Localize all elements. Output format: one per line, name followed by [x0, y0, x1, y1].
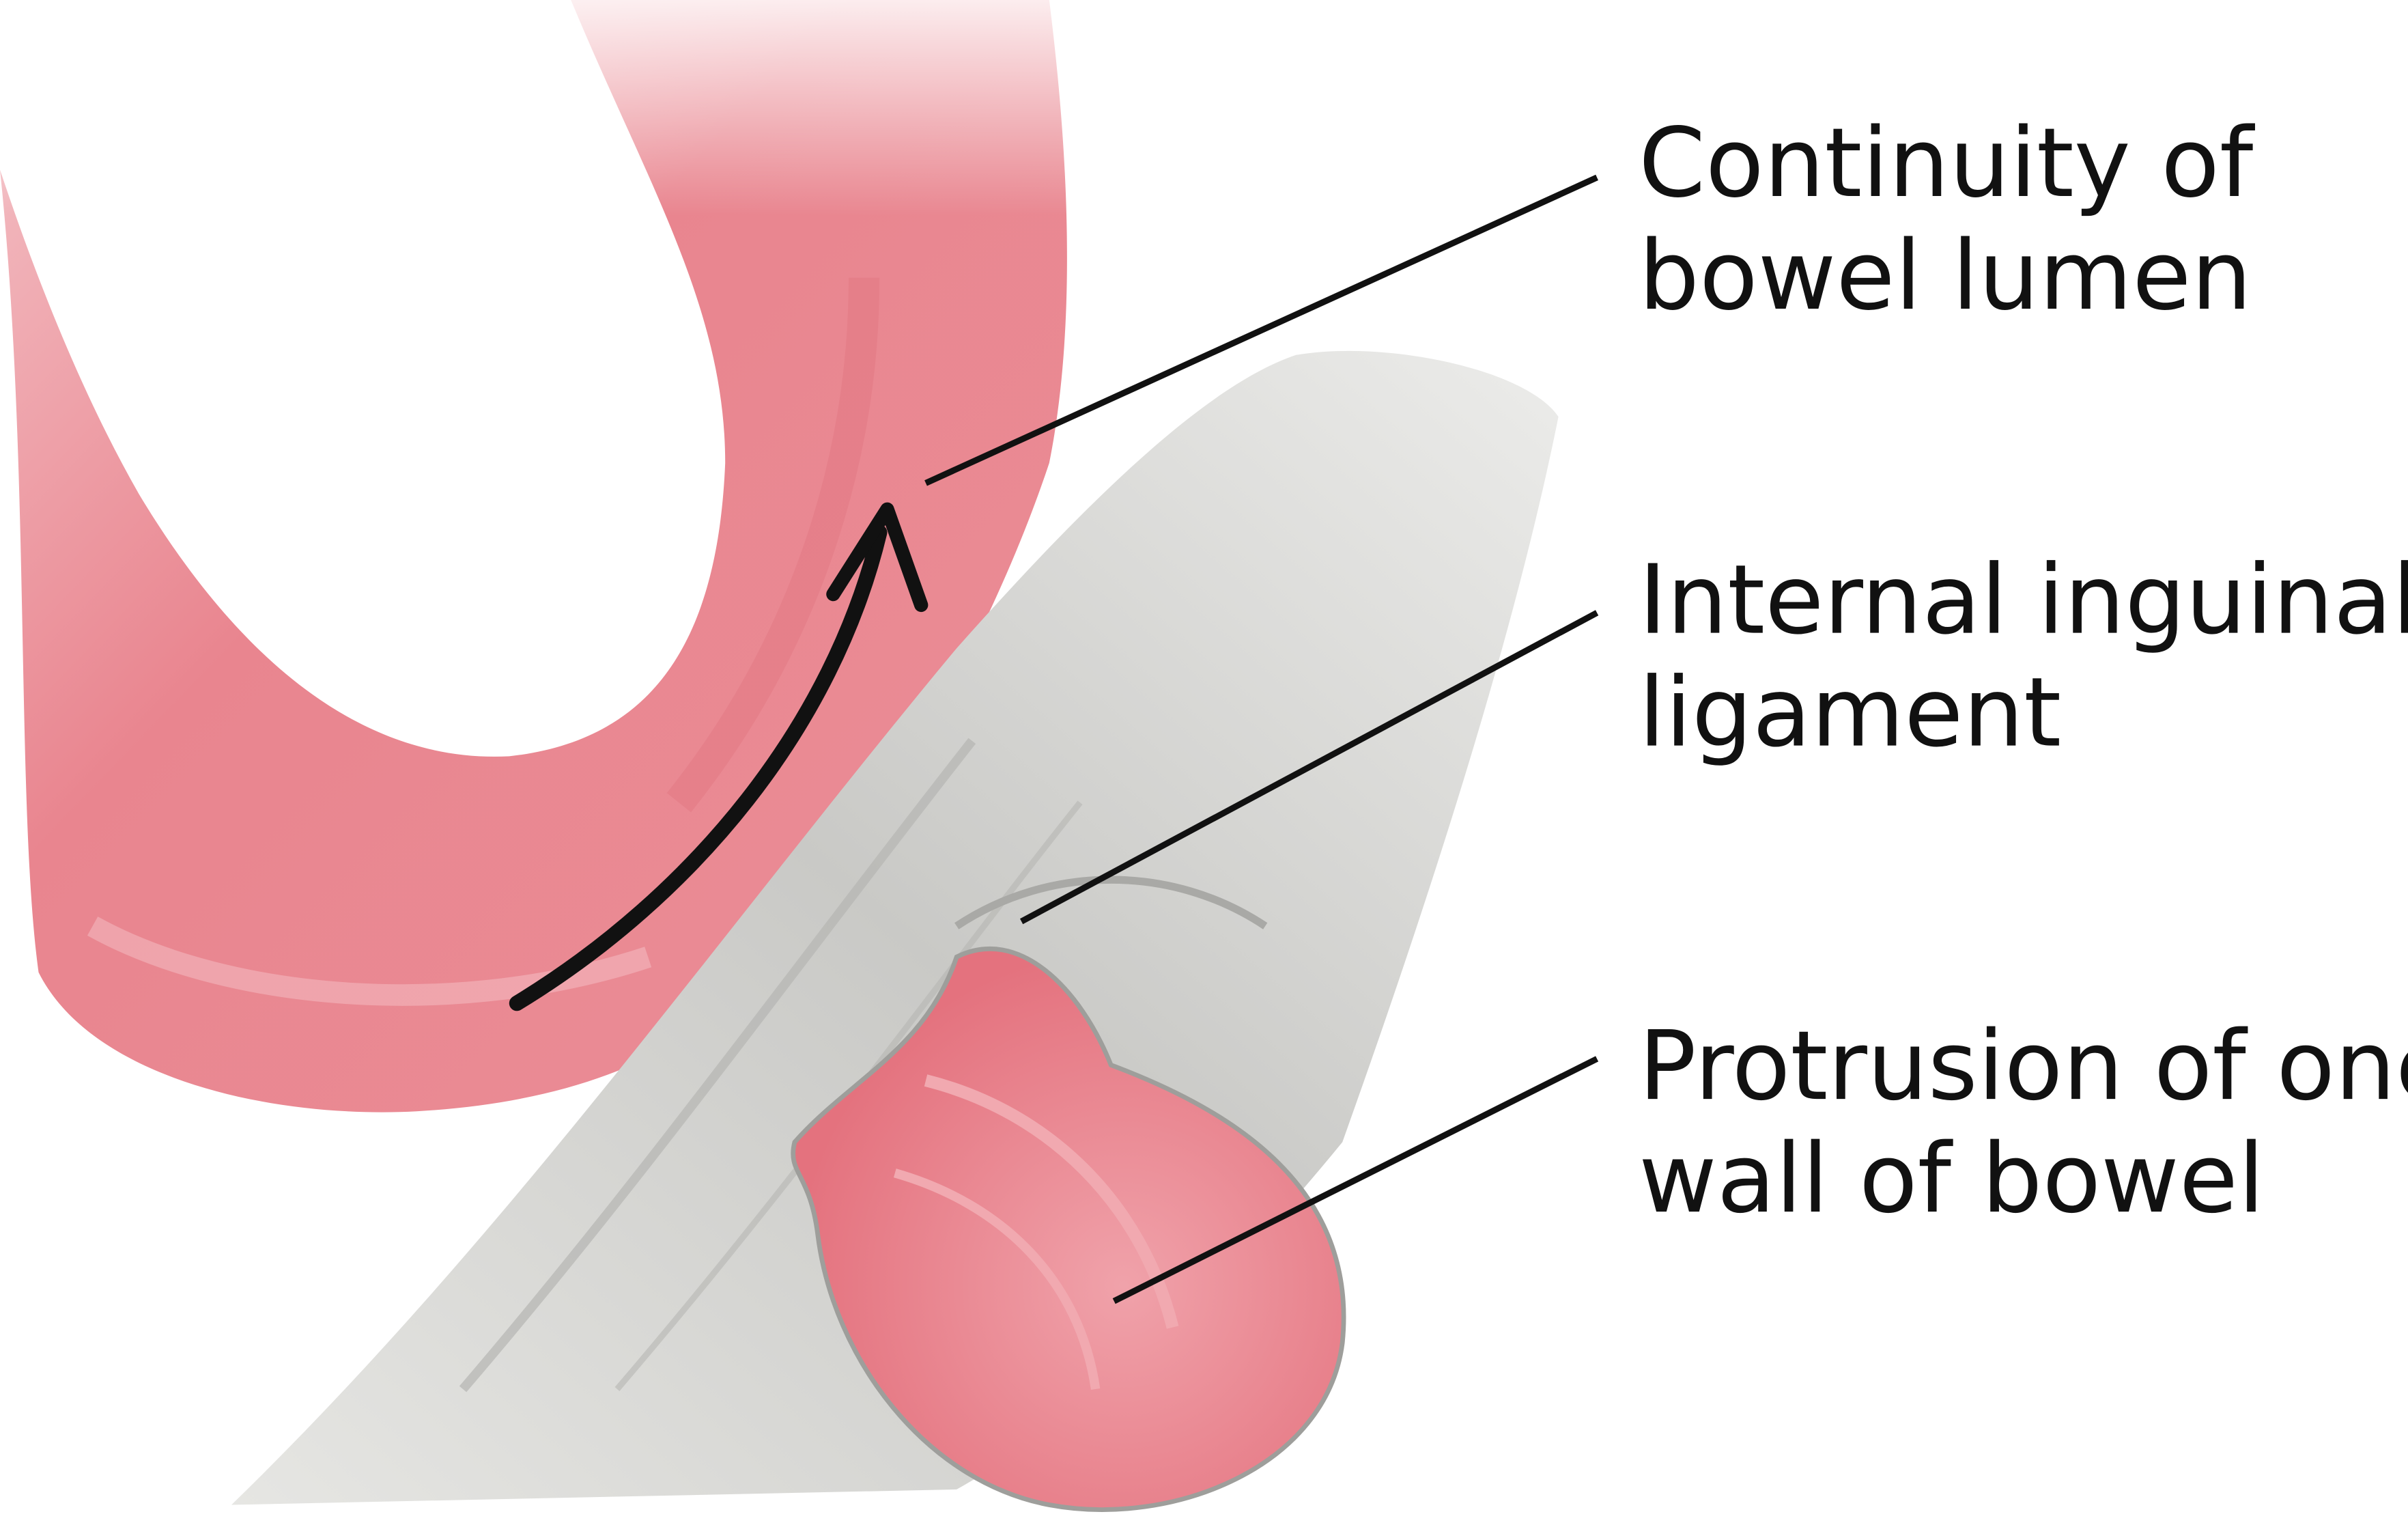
flow-arrow-icon	[509, 502, 929, 1011]
leader-line-ligament	[1019, 610, 1599, 925]
leader-line-protrusion	[1112, 1056, 1599, 1304]
label-lumen-line1: Continuity of	[1639, 108, 2255, 219]
leader-line-lumen	[924, 174, 1598, 486]
label-ligament-line2: ligament	[1639, 658, 2061, 769]
label-ligament-line1: Internal inguinal	[1639, 545, 2408, 656]
label-protrusion-line2: wall of bowel	[1639, 1123, 2265, 1235]
label-protrusion-line1: Protrusion of one	[1639, 1011, 2408, 1122]
bowel-loop	[0, 0, 1080, 1113]
label-lumen-line2: bowel lumen	[1639, 221, 2252, 332]
